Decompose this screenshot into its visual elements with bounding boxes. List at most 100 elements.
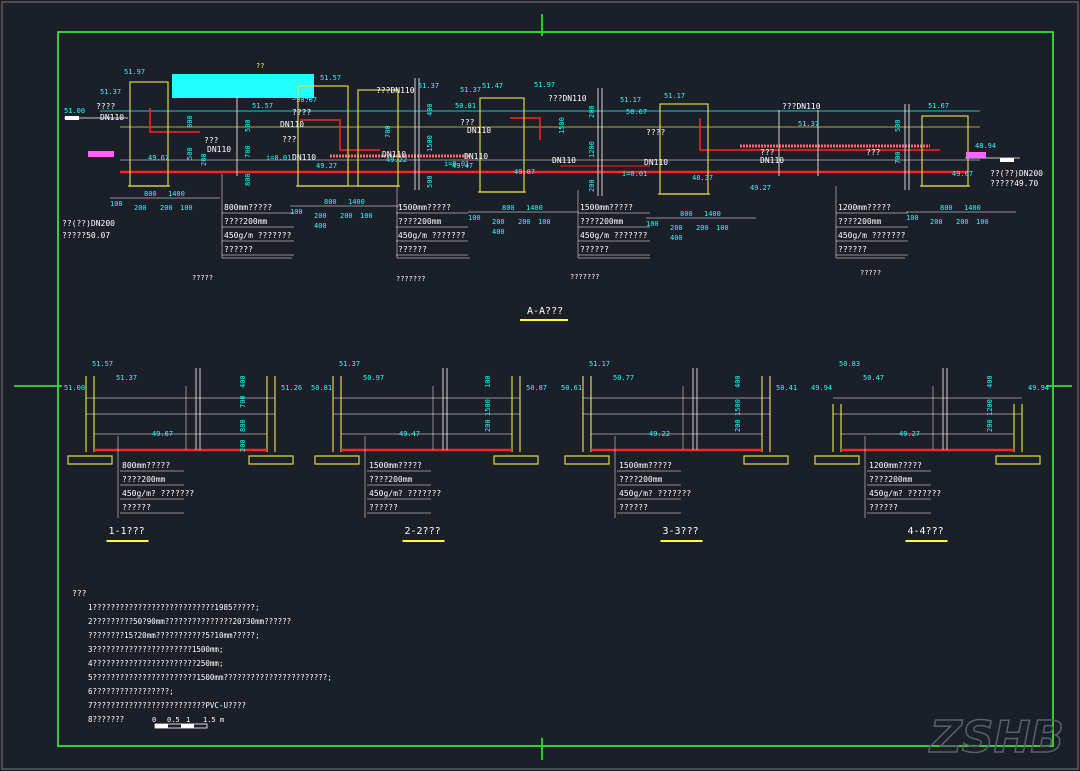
- dimension-label: 200: [340, 212, 353, 220]
- callout-label: ????: [292, 108, 311, 117]
- pipe-label: DN110: [292, 153, 316, 162]
- dimension-label: 200: [956, 218, 969, 226]
- note-line: 5???????????????????????1500mm??????????…: [88, 673, 332, 682]
- dimension-label: 200: [734, 419, 742, 432]
- level-label: 50.67: [296, 96, 317, 104]
- level-label: 50.61: [561, 384, 582, 392]
- spec-line: ????200mm: [580, 217, 624, 226]
- dimension-label: 1500: [734, 399, 742, 416]
- level-label: 50.81: [311, 384, 332, 392]
- dimension-label: 100: [110, 200, 123, 208]
- dimension-label: 200: [200, 153, 208, 166]
- scale-label: 0: [152, 716, 156, 724]
- dimension-label: 800: [502, 204, 515, 212]
- dimension-label: 200: [696, 224, 709, 232]
- level-label: 51.37: [100, 88, 121, 96]
- pipe-label: DN110: [760, 156, 784, 165]
- level-label: 50.77: [613, 374, 634, 382]
- dimension-label: 1400: [704, 210, 721, 218]
- level-label: 51.57: [92, 360, 113, 368]
- dimension-label: 200: [588, 179, 596, 192]
- dimension-label: 1400: [526, 204, 543, 212]
- callout-label: ?????50.07: [62, 231, 110, 240]
- dimension-label: 200: [160, 204, 173, 212]
- level-label: 49.47: [452, 162, 473, 170]
- dimension-label: 400: [670, 234, 683, 242]
- segment-name: ???????: [570, 273, 600, 281]
- spec-line: 450g/m? ???????: [369, 489, 441, 498]
- dimension-label: 1400: [964, 204, 981, 212]
- spec-line: 800mm?????: [224, 203, 272, 212]
- spec-line: 1200mm?????: [838, 203, 891, 212]
- dimension-label: 800: [239, 419, 247, 432]
- segment-name: ???????: [396, 275, 426, 283]
- pipe-label: DN110: [382, 150, 406, 159]
- spec-line: ??????: [869, 503, 898, 512]
- section-title: 3-3???: [663, 526, 699, 537]
- spec-line: ????200mm: [398, 217, 442, 226]
- level-label: 50.41: [776, 384, 797, 392]
- section-title: 2-2???: [405, 526, 441, 537]
- level-label: 51.97: [124, 68, 145, 76]
- callout-label: ???: [460, 118, 475, 127]
- dimension-label: 800: [324, 198, 337, 206]
- spec-line: 1500mm?????: [398, 203, 451, 212]
- scale-label: 0.5: [167, 716, 180, 724]
- callout-label: ???: [760, 148, 775, 157]
- dimension-label: 1200: [986, 399, 994, 416]
- spec-line: ??????: [838, 245, 867, 254]
- spec-line: 1500mm?????: [619, 461, 672, 470]
- scale-label: 1.5 m: [203, 716, 224, 724]
- level-label: 49.94: [1028, 384, 1049, 392]
- dimension-label: 100: [468, 214, 481, 222]
- note-line: 6?????????????????;: [88, 687, 174, 696]
- level-label: 51.67: [928, 102, 949, 110]
- segment-name: ?????: [860, 269, 881, 277]
- level-label: 51.17: [664, 92, 685, 100]
- callout-label: ???: [282, 135, 297, 144]
- pipe-label: DN110: [100, 113, 124, 122]
- level-label: 51.26: [281, 384, 302, 392]
- level-label: 51.37: [116, 374, 137, 382]
- note-line: 3??????????????????????1500mm;: [88, 645, 223, 654]
- level-label: 51.57: [252, 102, 273, 110]
- cyan-header-block: [172, 74, 314, 98]
- spec-line: 450g/m? ???????: [122, 489, 194, 498]
- slope-label: i=0.01: [622, 170, 647, 178]
- dimension-label: 400: [314, 222, 327, 230]
- level-label: 49.94: [811, 384, 832, 392]
- level-label: 50.87: [526, 384, 547, 392]
- dimension-label: 100: [906, 214, 919, 222]
- spec-line: ????200mm: [619, 475, 663, 484]
- dimension-label: 700: [239, 395, 247, 408]
- notes-heading: ???: [72, 589, 87, 598]
- callout-label: ??(??)DN200: [62, 219, 115, 228]
- dimension-label: 1400: [168, 190, 185, 198]
- dimension-label: 700: [384, 125, 392, 138]
- dimension-label: 400: [426, 103, 434, 116]
- spec-line: 450g/m ???????: [580, 231, 648, 240]
- dimension-label: 200: [930, 218, 943, 226]
- pipe-label: DN110: [467, 126, 491, 135]
- spec-line: ??????: [224, 245, 253, 254]
- dimension-label: 500: [894, 119, 902, 132]
- callout-label: ???: [204, 136, 219, 145]
- level-label: 48.94: [975, 142, 996, 150]
- profile-drawing: [64, 74, 1020, 259]
- level-label: 51.47: [482, 82, 503, 90]
- dimension-label: 200: [492, 218, 505, 226]
- spec-line: 800mm?????: [122, 461, 170, 470]
- level-label: 51.00: [64, 384, 85, 392]
- watermark: ZSHB: [928, 712, 1064, 763]
- dimension-label: 200: [314, 212, 327, 220]
- callout-label: ?????49.70: [990, 179, 1038, 188]
- dimension-label: 800: [144, 190, 157, 198]
- spec-line: 1500mm?????: [369, 461, 422, 470]
- level-label: 51.97: [534, 81, 555, 89]
